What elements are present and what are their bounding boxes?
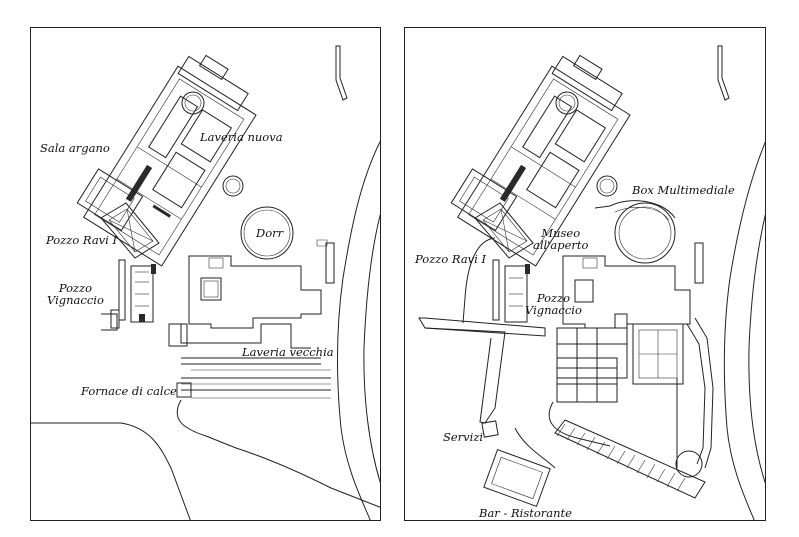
site-plan-before-drawing [31,45,380,520]
site-plan-before: Sala argano Laveria nuova Dorr Pozzo Rav… [30,27,381,521]
label-sala-argano: Sala argano [40,141,110,155]
label-pozzo-vignaccio: Pozzo Vignaccio [47,281,104,307]
label-laveria-vecchia: Laveria vecchia [242,345,334,359]
site-plan-after: Box Multimediale Museo all'aperto Pozzo … [404,27,766,521]
label-pozzo-vignaccio: Pozzo Vignaccio [525,291,582,317]
label-servizi: Servizi [443,430,484,444]
label-museo-all-aperto: Museo all'aperto [533,226,589,252]
label-box-multimediale: Box Multimediale [632,183,735,197]
label-pozzo-ravi: Pozzo Ravi I [46,233,118,247]
label-pozzo-ravi: Pozzo Ravi I [415,252,487,266]
site-plan-after-drawing [418,45,765,520]
label-fornace: Fornace di calce [81,384,177,398]
label-laveria-nuova: Laveria nuova [200,130,283,144]
label-bar-ristorante: Bar - Ristorante [479,506,572,520]
label-dorr: Dorr [256,226,284,240]
